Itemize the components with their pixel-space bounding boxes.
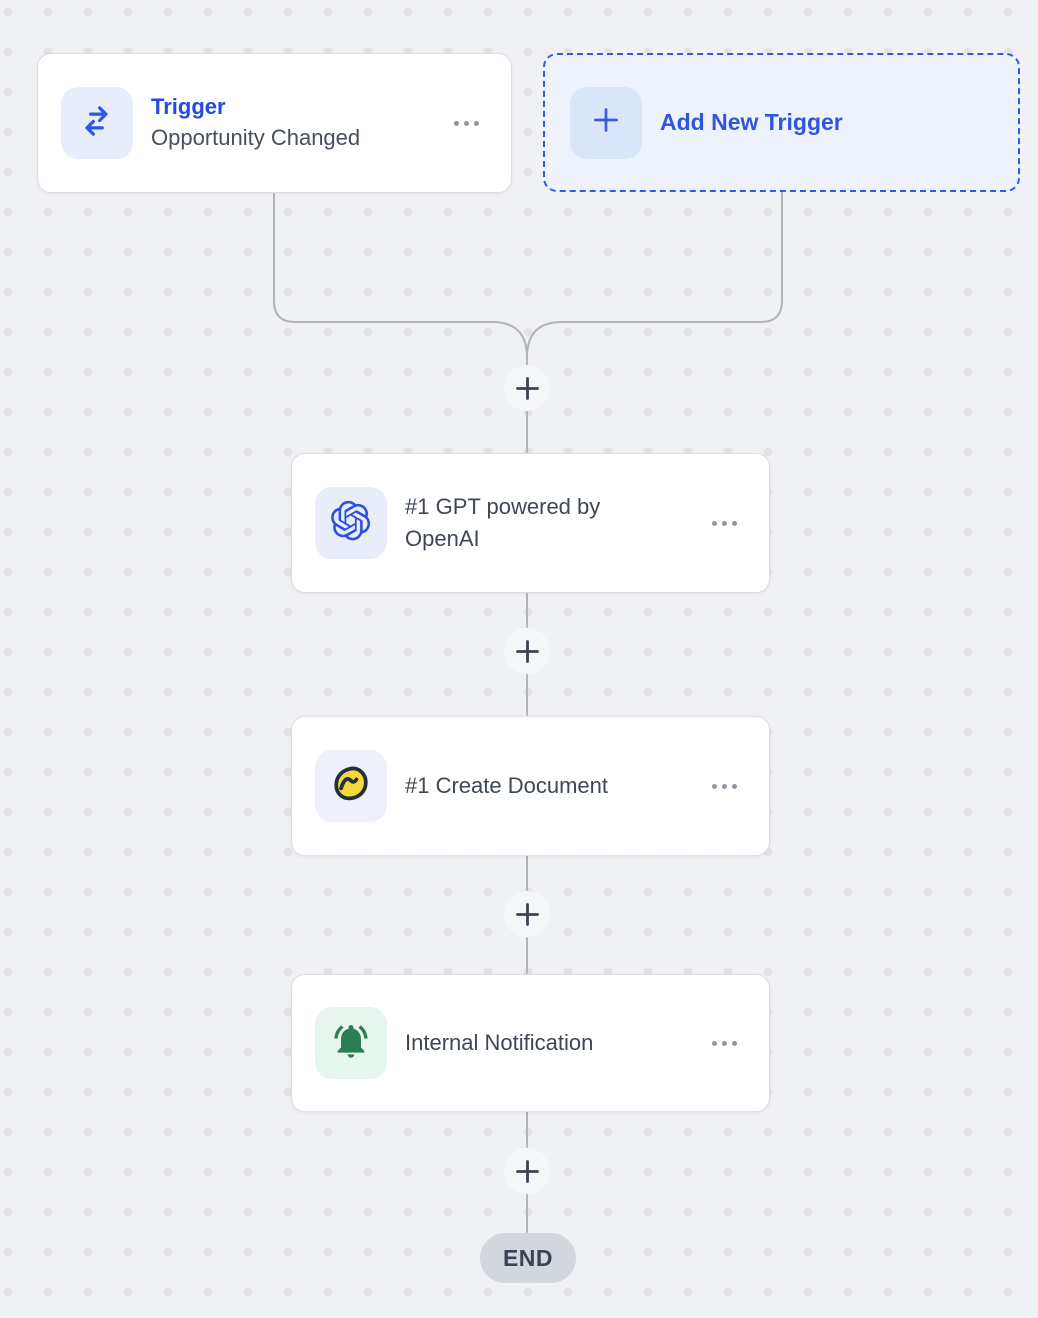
workflow-end-badge: END bbox=[480, 1233, 576, 1283]
basecamp-document-icon bbox=[328, 761, 374, 812]
add-step-button-1[interactable] bbox=[504, 365, 550, 411]
node-menu-button[interactable] bbox=[710, 1033, 739, 1054]
add-new-trigger-button[interactable]: Add New Trigger bbox=[543, 53, 1020, 192]
notification-icon-tile bbox=[315, 1007, 387, 1079]
action-node-gpt-openai[interactable]: #1 GPT powered by OpenAI bbox=[291, 453, 770, 593]
node-title: #1 Create Document bbox=[405, 773, 608, 798]
plus-icon bbox=[515, 1159, 539, 1183]
add-new-trigger-label: Add New Trigger bbox=[660, 109, 843, 135]
trigger-icon-tile bbox=[61, 87, 133, 159]
plus-icon bbox=[593, 107, 619, 138]
ellipsis-icon bbox=[712, 520, 717, 526]
node-title: Internal Notification bbox=[405, 1030, 594, 1055]
ellipsis-icon bbox=[712, 783, 717, 789]
notification-bell-icon bbox=[331, 1021, 371, 1066]
trigger-node-card[interactable]: Trigger Opportunity Changed bbox=[37, 53, 512, 193]
action-node-internal-notification[interactable]: Internal Notification bbox=[291, 974, 770, 1112]
ellipsis-icon bbox=[454, 120, 459, 126]
plus-icon bbox=[515, 376, 539, 400]
node-title: #1 GPT powered by OpenAI bbox=[405, 494, 601, 551]
node-menu-button[interactable] bbox=[710, 513, 739, 534]
trigger-subtitle: Opportunity Changed bbox=[151, 125, 361, 150]
gpt-icon-tile bbox=[315, 487, 387, 559]
trigger-title: Trigger bbox=[151, 94, 226, 119]
swap-arrows-icon bbox=[77, 101, 117, 146]
plus-icon bbox=[515, 639, 539, 663]
add-trigger-icon-tile bbox=[570, 86, 642, 159]
node-menu-button[interactable] bbox=[710, 776, 739, 797]
openai-icon bbox=[330, 500, 372, 547]
ellipsis-icon bbox=[712, 1040, 717, 1046]
add-step-button-3[interactable] bbox=[504, 891, 550, 937]
document-icon-tile bbox=[315, 750, 387, 822]
add-step-button-2[interactable] bbox=[504, 628, 550, 674]
add-step-button-4[interactable] bbox=[504, 1148, 550, 1194]
trigger-menu-button[interactable] bbox=[452, 113, 481, 134]
plus-icon bbox=[515, 902, 539, 926]
action-node-create-document[interactable]: #1 Create Document bbox=[291, 716, 770, 856]
